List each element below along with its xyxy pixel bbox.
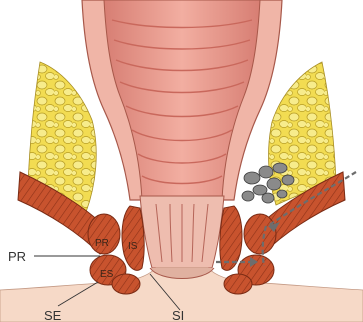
right-internal-sphincter	[220, 206, 242, 270]
label-is: IS	[128, 241, 138, 252]
label-se: SE	[44, 308, 62, 322]
left-internal-sphincter	[122, 206, 144, 270]
label-es: ES	[100, 269, 114, 280]
label-pr-outer: PR	[8, 249, 26, 264]
label-pr-inner: PR	[95, 238, 109, 249]
label-si: SI	[172, 308, 184, 322]
